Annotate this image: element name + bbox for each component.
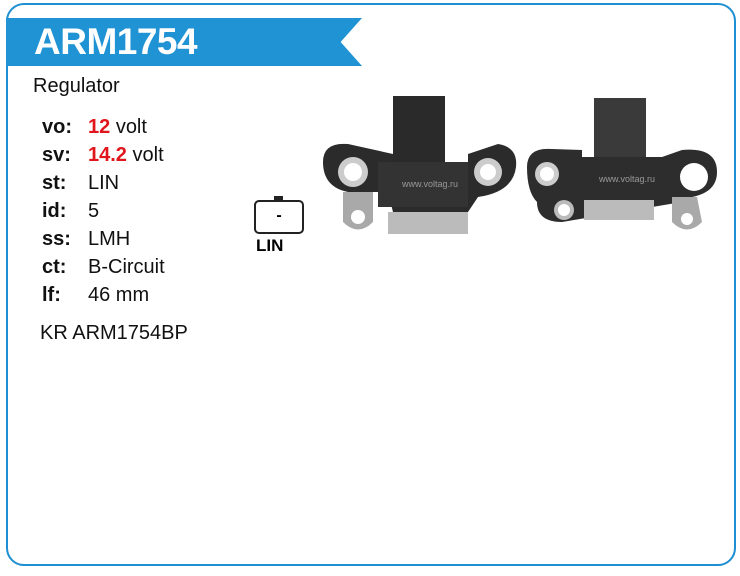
spec-list: vo: 12 volt sv: 14.2 volt st: LIN id: 5 ss: L… bbox=[42, 116, 165, 312]
watermark: www.voltag.ru bbox=[598, 174, 655, 184]
spec-row: sv: 14.2 volt bbox=[42, 144, 165, 172]
spec-row: id: 5 bbox=[42, 200, 165, 228]
spec-number: 12 bbox=[88, 116, 111, 138]
connector-label: LIN bbox=[256, 236, 284, 255]
spec-key: lf: bbox=[42, 284, 61, 306]
spec-row: st: LIN bbox=[42, 172, 165, 200]
connector-diagram: - bbox=[254, 196, 304, 234]
spec-key: vo: bbox=[42, 116, 72, 138]
product-type: Regulator bbox=[33, 75, 120, 97]
spec-unit: volt bbox=[115, 116, 147, 138]
spec-row: vo: 12 volt bbox=[42, 116, 165, 144]
spec-row: ss: LMH bbox=[42, 228, 165, 256]
regulator-photo-front: www.voltag.ru bbox=[323, 96, 517, 234]
spec-row: ct: B-Circuit bbox=[42, 256, 165, 284]
title-banner: ARM1754 bbox=[6, 18, 362, 66]
spec-number: 14.2 bbox=[88, 144, 127, 166]
spec-value: LMH bbox=[88, 228, 131, 250]
cross-reference: KR ARM1754BP bbox=[40, 322, 188, 344]
spec-value: LIN bbox=[88, 172, 120, 194]
connector-pin: - bbox=[276, 207, 282, 224]
spec-key: ss: bbox=[42, 228, 71, 250]
spec-value: B-Circuit bbox=[88, 256, 165, 278]
product-code: ARM1754 bbox=[34, 21, 198, 62]
watermark: www.voltag.ru bbox=[401, 179, 458, 189]
spec-key: st: bbox=[42, 172, 67, 194]
spec-row: lf: 46 mm bbox=[42, 284, 165, 312]
spec-key: id: bbox=[42, 200, 67, 222]
spec-key: ct: bbox=[42, 256, 67, 278]
spec-key: sv: bbox=[42, 144, 71, 166]
spec-value: 46 mm bbox=[88, 284, 150, 306]
spec-value: 5 bbox=[88, 200, 100, 222]
spec-unit: volt bbox=[132, 144, 164, 166]
product-card bbox=[6, 3, 736, 566]
regulator-photo-back: www.voltag.ru bbox=[527, 98, 717, 230]
